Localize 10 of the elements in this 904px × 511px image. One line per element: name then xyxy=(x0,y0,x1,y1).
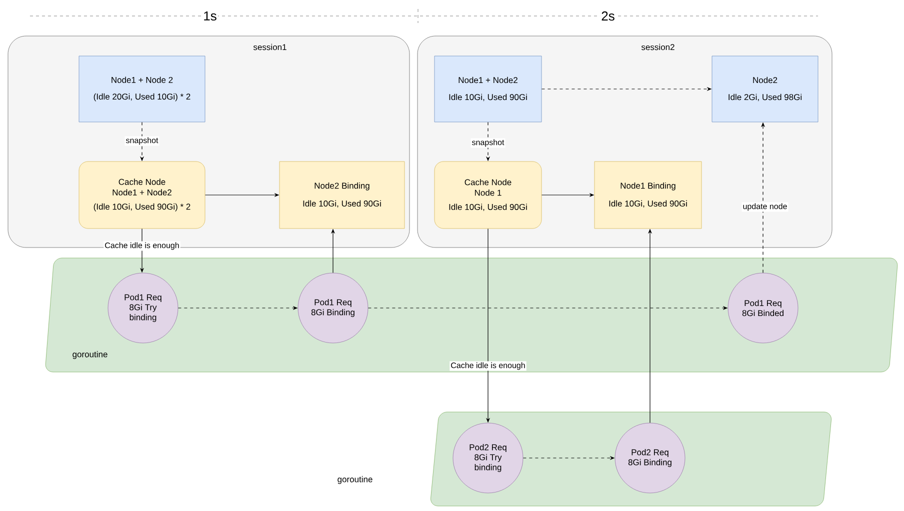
process-box: Node2 Binding Idle 10Gi, Used 90Gi xyxy=(279,161,405,229)
time-label: 2s xyxy=(600,10,616,22)
process-box: Node2 Idle 2Gi, Used 98Gi xyxy=(712,56,818,122)
process-box: Node1 + Node 2 (Idle 20Gi, Used 10Gi) * 2 xyxy=(78,56,206,122)
process-box: Node1 + Node2 Idle 10Gi, Used 90Gi xyxy=(434,56,542,122)
process-box: Cache Node Node1 + Node2 (Idle 10Gi, Used 90Gi) * 2 xyxy=(78,161,206,229)
time-label: 1s xyxy=(202,10,218,22)
process-box: Node1 Binding Idle 10Gi, Used 90Gi xyxy=(594,161,702,229)
process-box: Cache Node Node 1 Idle 10Gi, Used 90Gi xyxy=(434,161,542,229)
lane-label: goroutine xyxy=(336,475,374,485)
